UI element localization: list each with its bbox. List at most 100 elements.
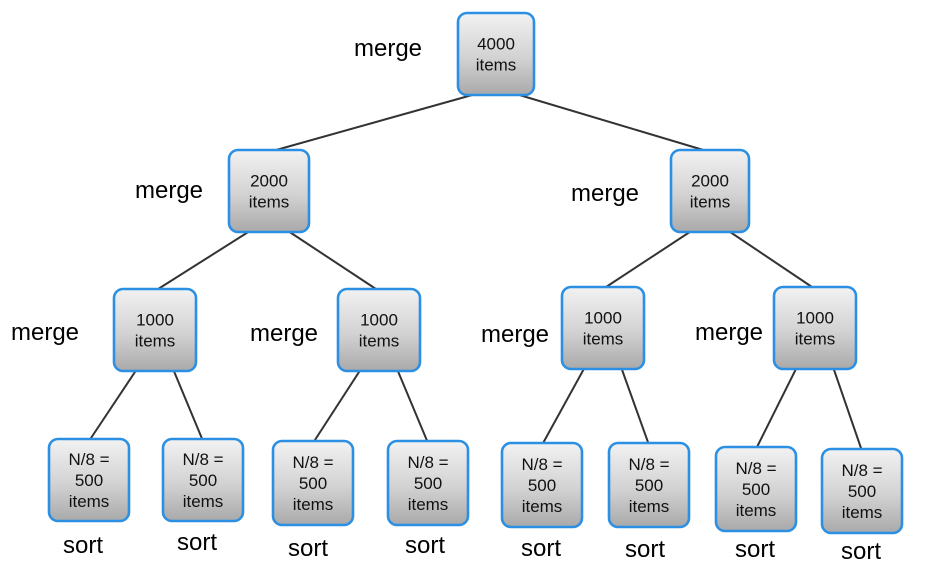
edge-L-LR xyxy=(286,229,380,292)
node-box xyxy=(456,11,536,97)
node-text-line: N/8 = xyxy=(407,453,448,472)
merge-label: merge xyxy=(250,320,318,347)
edge-LR-LR2 xyxy=(396,368,429,444)
node-text-line: N/8 = xyxy=(628,455,669,474)
sort-label: sort xyxy=(177,529,217,556)
node-text-line: N/8 = xyxy=(841,461,882,480)
node-LR2: N/8 = 500 items xyxy=(386,439,470,527)
sort-label: sort xyxy=(63,532,103,559)
node-text-line: 500 xyxy=(528,476,556,495)
node-RL1: N/8 = 500 items xyxy=(500,441,584,529)
node-L: 2000 items xyxy=(227,148,311,234)
node-box xyxy=(386,439,470,527)
node-text-line: items xyxy=(795,330,836,349)
edge-R-RR xyxy=(726,229,816,290)
node-text-line: 2000 xyxy=(691,172,729,191)
sort-label: sort xyxy=(841,538,881,564)
edges-layer xyxy=(88,92,863,452)
merge-label: merge xyxy=(571,180,639,207)
node-text-line: N/8 = xyxy=(521,455,562,474)
node-text-line: 1000 xyxy=(796,309,834,328)
node-text-line: N/8 = xyxy=(182,450,223,469)
node-box xyxy=(500,441,584,529)
merge-label: merge xyxy=(481,321,549,348)
node-text-line: 2000 xyxy=(250,172,288,191)
node-text-line: 4000 xyxy=(477,35,515,54)
node-box xyxy=(607,441,691,529)
node-box xyxy=(772,285,858,371)
node-text-line: items xyxy=(359,332,400,351)
labels-layer: merge merge merge merge merge merge merge sort s… xyxy=(11,35,881,564)
node-RR2: N/8 = 500 items xyxy=(820,447,904,535)
node-box xyxy=(227,148,311,234)
node-box xyxy=(161,437,245,523)
node-box xyxy=(47,437,131,523)
sort-label: sort xyxy=(735,536,775,563)
node-text-line: 500 xyxy=(848,482,876,501)
node-LL: 1000 items xyxy=(112,287,198,373)
node-text-line: N/8 = xyxy=(292,453,333,472)
node-RL: 1000 items xyxy=(560,285,646,371)
node-box xyxy=(714,445,798,533)
merge-label: merge xyxy=(11,319,79,346)
edge-RL-RL2 xyxy=(620,366,650,446)
node-text-line: items xyxy=(736,501,777,520)
edge-RL-RL1 xyxy=(541,366,586,446)
edge-LL-LL1 xyxy=(88,368,138,442)
edge-RR-RR2 xyxy=(832,366,863,452)
node-box xyxy=(336,287,422,373)
sort-label: sort xyxy=(625,536,665,563)
node-text-line: 500 xyxy=(299,474,327,493)
node-text-line: items xyxy=(583,330,624,349)
node-LR1: N/8 = 500 items xyxy=(271,439,355,527)
node-text-line: items xyxy=(842,503,883,522)
node-text-line: items xyxy=(629,497,670,516)
merge-label: merge xyxy=(135,177,203,204)
node-root: 4000 items xyxy=(456,11,536,97)
node-text-line: N/8 = xyxy=(68,450,109,469)
node-box xyxy=(112,287,198,373)
edge-root-R xyxy=(512,92,711,153)
node-text-line: items xyxy=(476,56,517,75)
node-RR1: N/8 = 500 items xyxy=(714,445,798,533)
sort-label: sort xyxy=(405,532,445,559)
merge-label: merge xyxy=(354,35,422,62)
node-LL1: N/8 = 500 items xyxy=(47,437,131,523)
node-text-line: items xyxy=(135,332,176,351)
sort-label: sort xyxy=(521,535,561,562)
node-text-line: 500 xyxy=(742,480,770,499)
edge-LR-LR1 xyxy=(312,368,362,444)
node-box xyxy=(820,447,904,535)
node-text-line: 500 xyxy=(635,476,663,495)
node-text-line: 500 xyxy=(414,474,442,493)
node-text-line: 1000 xyxy=(136,311,174,330)
node-R: 2000 items xyxy=(669,148,751,234)
node-text-line: items xyxy=(69,492,110,511)
node-box xyxy=(271,439,355,527)
node-LL2: N/8 = 500 items xyxy=(161,437,245,523)
edge-LL-LL2 xyxy=(172,368,204,442)
node-RR: 1000 items xyxy=(772,285,858,371)
sort-label: sort xyxy=(288,535,328,562)
node-text-line: 500 xyxy=(75,471,103,490)
merge-label: merge xyxy=(695,319,763,346)
edge-RR-RR1 xyxy=(755,366,798,450)
node-text-line: items xyxy=(183,492,224,511)
node-RL2: N/8 = 500 items xyxy=(607,441,691,529)
edge-root-L xyxy=(268,92,480,153)
node-box xyxy=(669,148,751,234)
node-text-line: items xyxy=(249,193,290,212)
node-text-line: 1000 xyxy=(360,311,398,330)
edge-L-LL xyxy=(154,229,252,292)
node-text-line: items xyxy=(522,497,563,516)
node-text-line: items xyxy=(293,495,334,514)
nodes-layer: 4000items2000items2000items1000items1000… xyxy=(47,11,904,535)
node-text-line: items xyxy=(690,193,731,212)
node-text-line: items xyxy=(408,495,449,514)
node-LR: 1000 items xyxy=(336,287,422,373)
node-box xyxy=(560,285,646,371)
node-text-line: 1000 xyxy=(584,309,622,328)
node-text-line: N/8 = xyxy=(735,459,776,478)
node-text-line: 500 xyxy=(189,471,217,490)
